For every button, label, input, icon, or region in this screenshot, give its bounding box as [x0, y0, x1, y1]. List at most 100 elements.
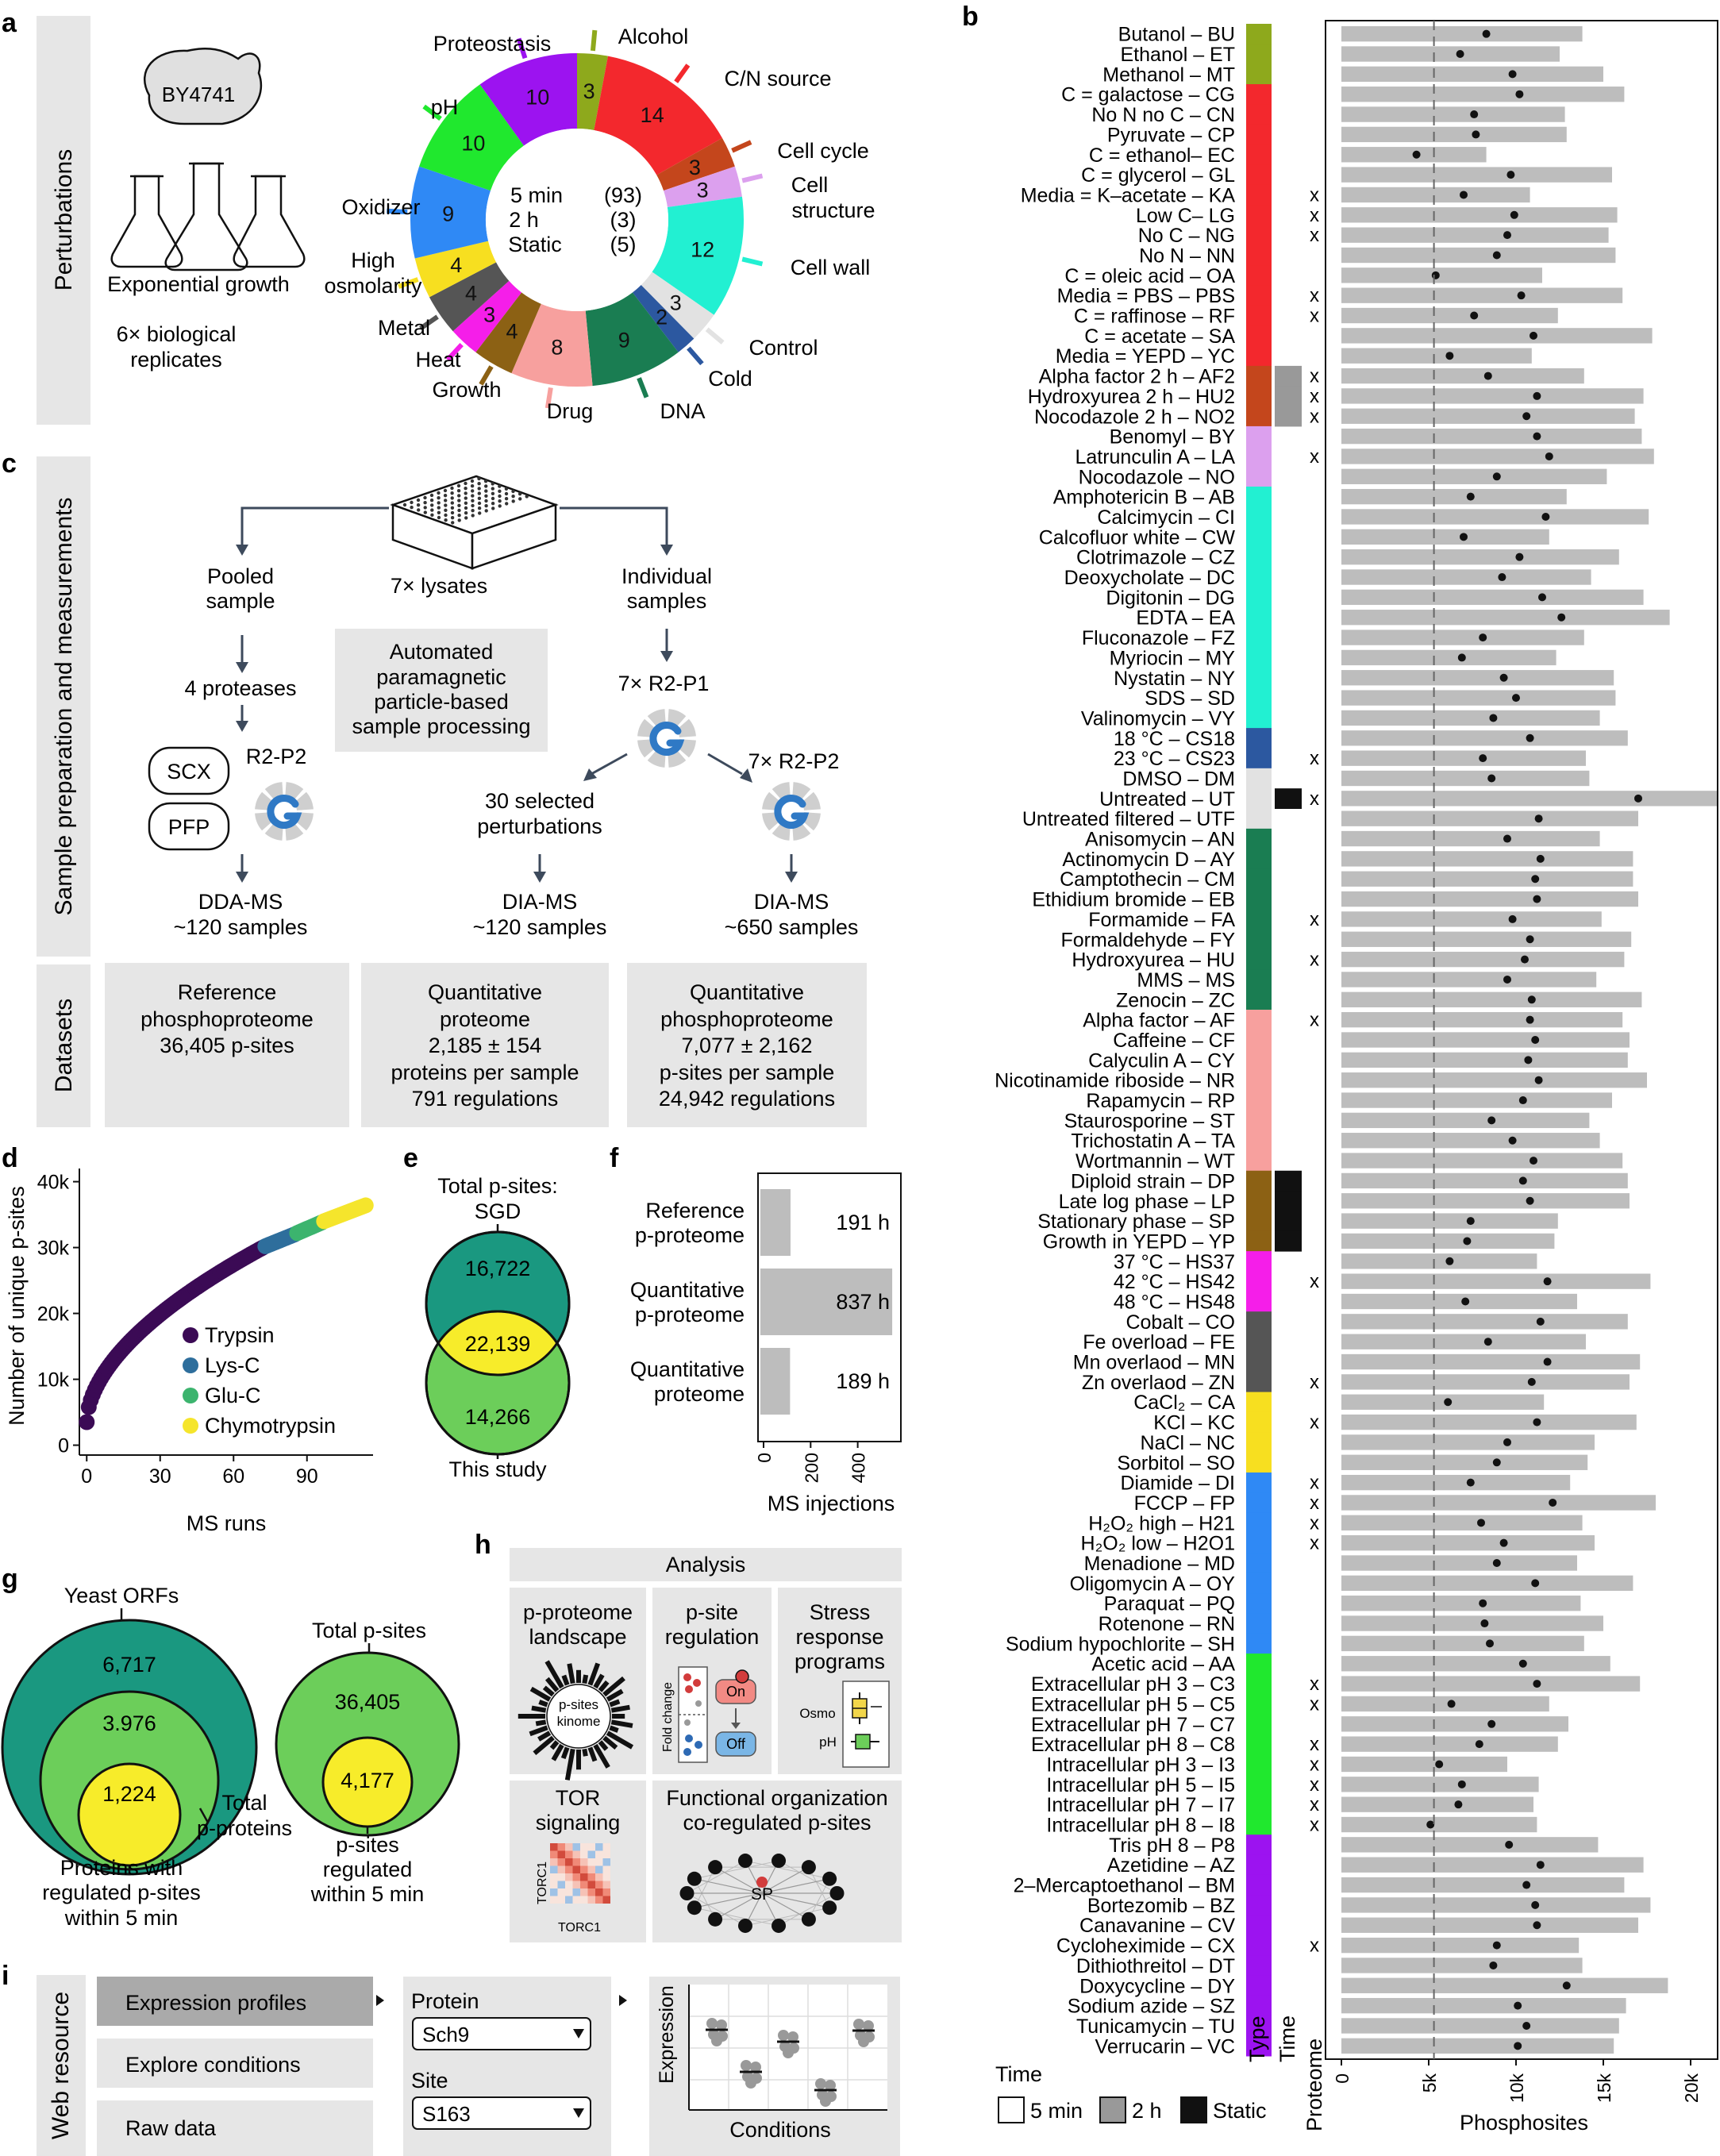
b-type-cell [1246, 104, 1272, 125]
b-type-cell [1246, 1654, 1272, 1674]
kinome-radial-icon [518, 1660, 634, 1781]
dataset3-line3: 7,077 ± 2,162 [682, 1034, 813, 1057]
heatmap-cell [580, 1888, 588, 1896]
pfp-box [148, 802, 230, 851]
heatmap-cell [557, 1865, 565, 1873]
legend-swatch [183, 1327, 198, 1343]
stress-line2: response [795, 1625, 883, 1649]
menu-expression-profiles[interactable] [97, 1977, 373, 2026]
b-row-label: Calcimycin – CI [1097, 506, 1235, 529]
dataset1-line2: phosphoproteome [140, 1007, 314, 1031]
kinome-bar [549, 1740, 560, 1750]
plate-well [450, 486, 454, 491]
b-time-cell [1275, 788, 1302, 810]
b-bar [1341, 87, 1625, 102]
b-bar [1341, 911, 1602, 927]
heatmap-cell [557, 1888, 565, 1896]
b-bar [1341, 1696, 1549, 1712]
analysis-header [510, 1548, 902, 1581]
b-bar [1341, 408, 1635, 424]
b-row-label: C = ethanol– EC [1089, 144, 1235, 167]
i-point [787, 2031, 798, 2042]
b-type-cell [1246, 345, 1272, 367]
coregulation-network-icon [679, 1854, 845, 1933]
b-type-cell [1246, 64, 1272, 85]
b-type-cell [1246, 1955, 1272, 1977]
donut-tick [731, 140, 752, 153]
plate-well [456, 483, 461, 488]
b-dot [1457, 653, 1466, 662]
panel-i: i Web resource Expression profiles Explo… [2, 1961, 900, 2156]
b-row-label: Menadione – MD [1084, 1553, 1235, 1575]
proteases-label: 4 proteases [184, 676, 296, 700]
plate-well [464, 487, 468, 491]
b-proteome-mark: x [1310, 1533, 1319, 1554]
d-y-axis-label: Number of unique p-sites [5, 1186, 29, 1426]
b-row-label: Intracellular pH 7 – I7 [1046, 1794, 1235, 1816]
f-bar [760, 1348, 791, 1415]
b-type-cell [1246, 707, 1272, 729]
b-row-label: Stationary phase – SP [1037, 1211, 1235, 1233]
b-bar [1341, 1052, 1628, 1068]
dataset2-line3: 2,185 ± 154 [429, 1034, 541, 1057]
b-type-cell [1246, 668, 1272, 688]
donut-tick [479, 365, 494, 386]
b-row-label: Media = K–acetate – KA [1021, 184, 1236, 206]
b-row-label: NaCl – NC [1141, 1432, 1235, 1454]
b-dot [1477, 1519, 1485, 1527]
b-proteome-mark: x [1310, 386, 1319, 407]
osmo-label: Osmo [799, 1706, 835, 1721]
network-edge [761, 1892, 810, 1920]
center-5min: 5 min [510, 183, 563, 207]
b-row-label: Diamide – DI [1121, 1473, 1236, 1495]
plate-well [457, 503, 461, 507]
b-bar [1341, 1011, 1623, 1028]
menu-raw-data[interactable] [97, 2100, 373, 2156]
b-type-cell [1246, 647, 1272, 668]
b-type-cell [1246, 1814, 1272, 1835]
b-bar [1341, 106, 1565, 122]
kinome-bar [582, 1748, 588, 1757]
b-row-label: Cycloheximide – CX [1056, 1935, 1235, 1958]
kinome-center [546, 1684, 611, 1749]
heatmap-cell [557, 1873, 565, 1881]
heatmap-cell [580, 1896, 588, 1904]
panel-b-label: b [962, 2, 979, 32]
protein-select[interactable] [412, 2017, 591, 2050]
b-type-cell [1246, 325, 1272, 347]
heatmap-cell [580, 1881, 588, 1888]
site-select[interactable] [412, 2096, 591, 2130]
heatmap-cell [550, 1881, 558, 1888]
plate-well [491, 482, 494, 486]
plate-well [444, 508, 448, 512]
b-row-label: Fe overload – FE [1083, 1331, 1235, 1353]
network-node [737, 1918, 752, 1933]
b-row-label: Rotenone – RN [1099, 1613, 1235, 1635]
label-dna: DNA [660, 399, 705, 423]
b-type-cell [1246, 808, 1272, 830]
b-row-label: Acetic acid – AA [1091, 1654, 1235, 1676]
b-bar [1341, 1676, 1641, 1692]
dataset1-line3: 36,405 p-sites [160, 1034, 294, 1057]
b-dot [1506, 171, 1515, 179]
b-dot [1470, 110, 1479, 119]
b-row-label: Mn overlaod – MN [1073, 1352, 1235, 1374]
protein-select-value: Sch9 [422, 2023, 469, 2046]
b-dot [1543, 1357, 1552, 1366]
network-edge [694, 1892, 763, 1908]
g-n2: 3.976 [102, 1711, 156, 1735]
plate-well [457, 508, 461, 513]
kinome-bar [593, 1743, 610, 1769]
b-type-cell [1246, 1734, 1272, 1755]
b-x-tick-label: 20k [1681, 2073, 1702, 2104]
i-point [858, 2036, 869, 2047]
menu-explore-conditions[interactable] [97, 2039, 373, 2088]
b-type-cell [1246, 406, 1272, 427]
heatmap-cell [595, 1850, 603, 1858]
b-row-label: Zenocin – ZC [1116, 989, 1235, 1011]
b-type-cell [1246, 1915, 1272, 1936]
rotor-blade [676, 718, 696, 737]
panel-c-side-band [37, 456, 90, 957]
b-dot [1489, 714, 1498, 722]
